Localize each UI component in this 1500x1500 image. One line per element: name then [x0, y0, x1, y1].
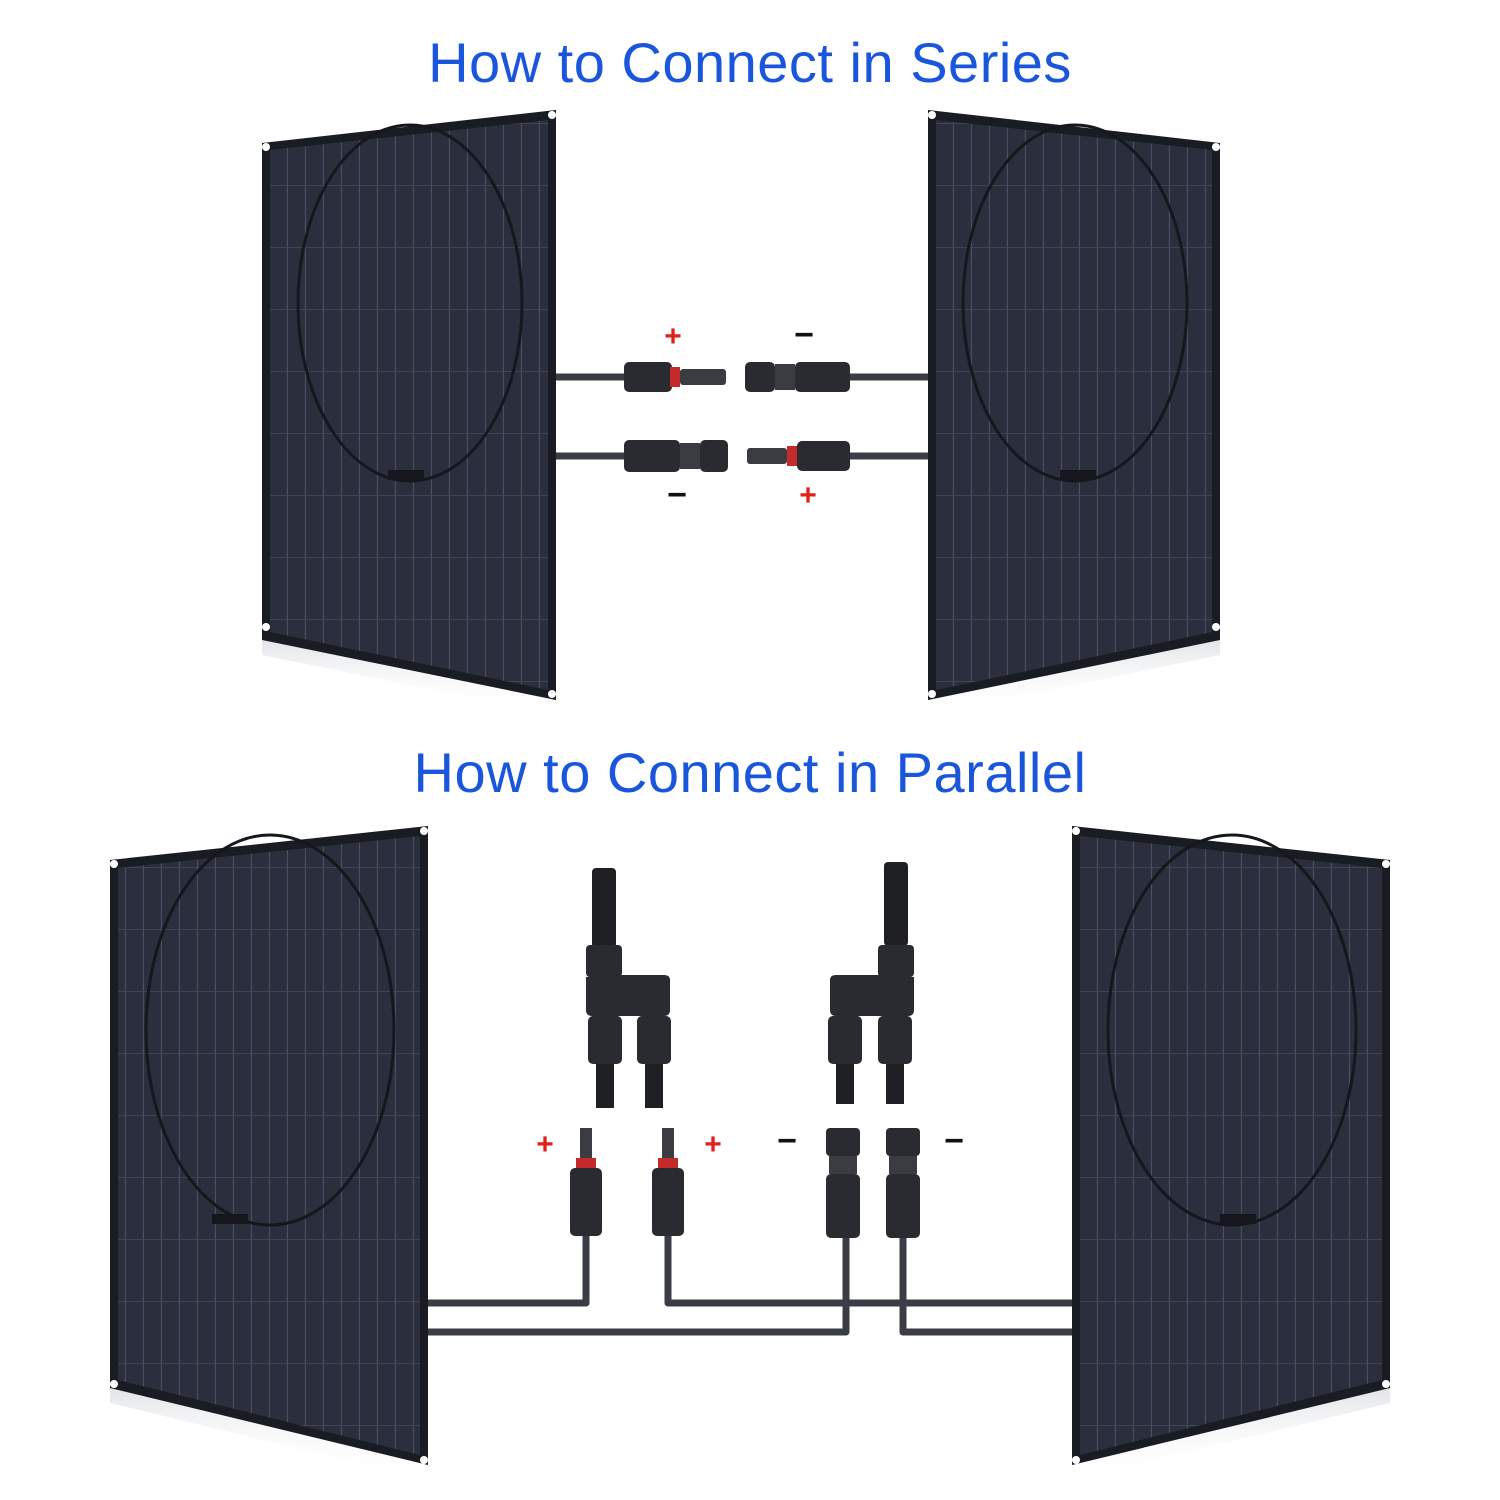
- parallel-label-minus-2: −: [944, 1122, 964, 1160]
- parallel-cables: [428, 1236, 1072, 1332]
- parallel-lead-connector-plus-2: [652, 1128, 684, 1236]
- series-right-solar-panel: [928, 110, 1220, 715]
- parallel-right-solar-panel: [1072, 826, 1390, 1480]
- series-connector-right-top: [745, 362, 850, 392]
- series-label-right-bottom: +: [799, 479, 817, 512]
- series-cables: [556, 377, 928, 456]
- parallel-branch-connector-positive: [586, 868, 671, 1108]
- parallel-branch-connector-negative: [828, 862, 914, 1104]
- series-connector-left-bottom: [624, 440, 728, 472]
- series-label-left-bottom: −: [667, 476, 687, 514]
- series-left-solar-panel: [262, 110, 556, 715]
- parallel-label-plus-1: +: [536, 1128, 554, 1161]
- parallel-label-minus-1: −: [777, 1122, 797, 1160]
- parallel-label-plus-2: +: [704, 1128, 722, 1161]
- series-section: + − − +: [262, 110, 1220, 715]
- series-label-left-top: +: [664, 320, 682, 353]
- parallel-left-solar-panel: [110, 826, 428, 1480]
- parallel-lead-connector-minus-2: [886, 1128, 920, 1238]
- parallel-lead-connector-minus-1: [826, 1128, 860, 1238]
- series-connector-left-top: [624, 362, 726, 392]
- parallel-section: + + − −: [110, 826, 1390, 1480]
- parallel-lead-connector-plus-1: [570, 1128, 602, 1236]
- series-connector-right-bottom: [747, 441, 850, 471]
- series-label-right-top: −: [794, 316, 814, 354]
